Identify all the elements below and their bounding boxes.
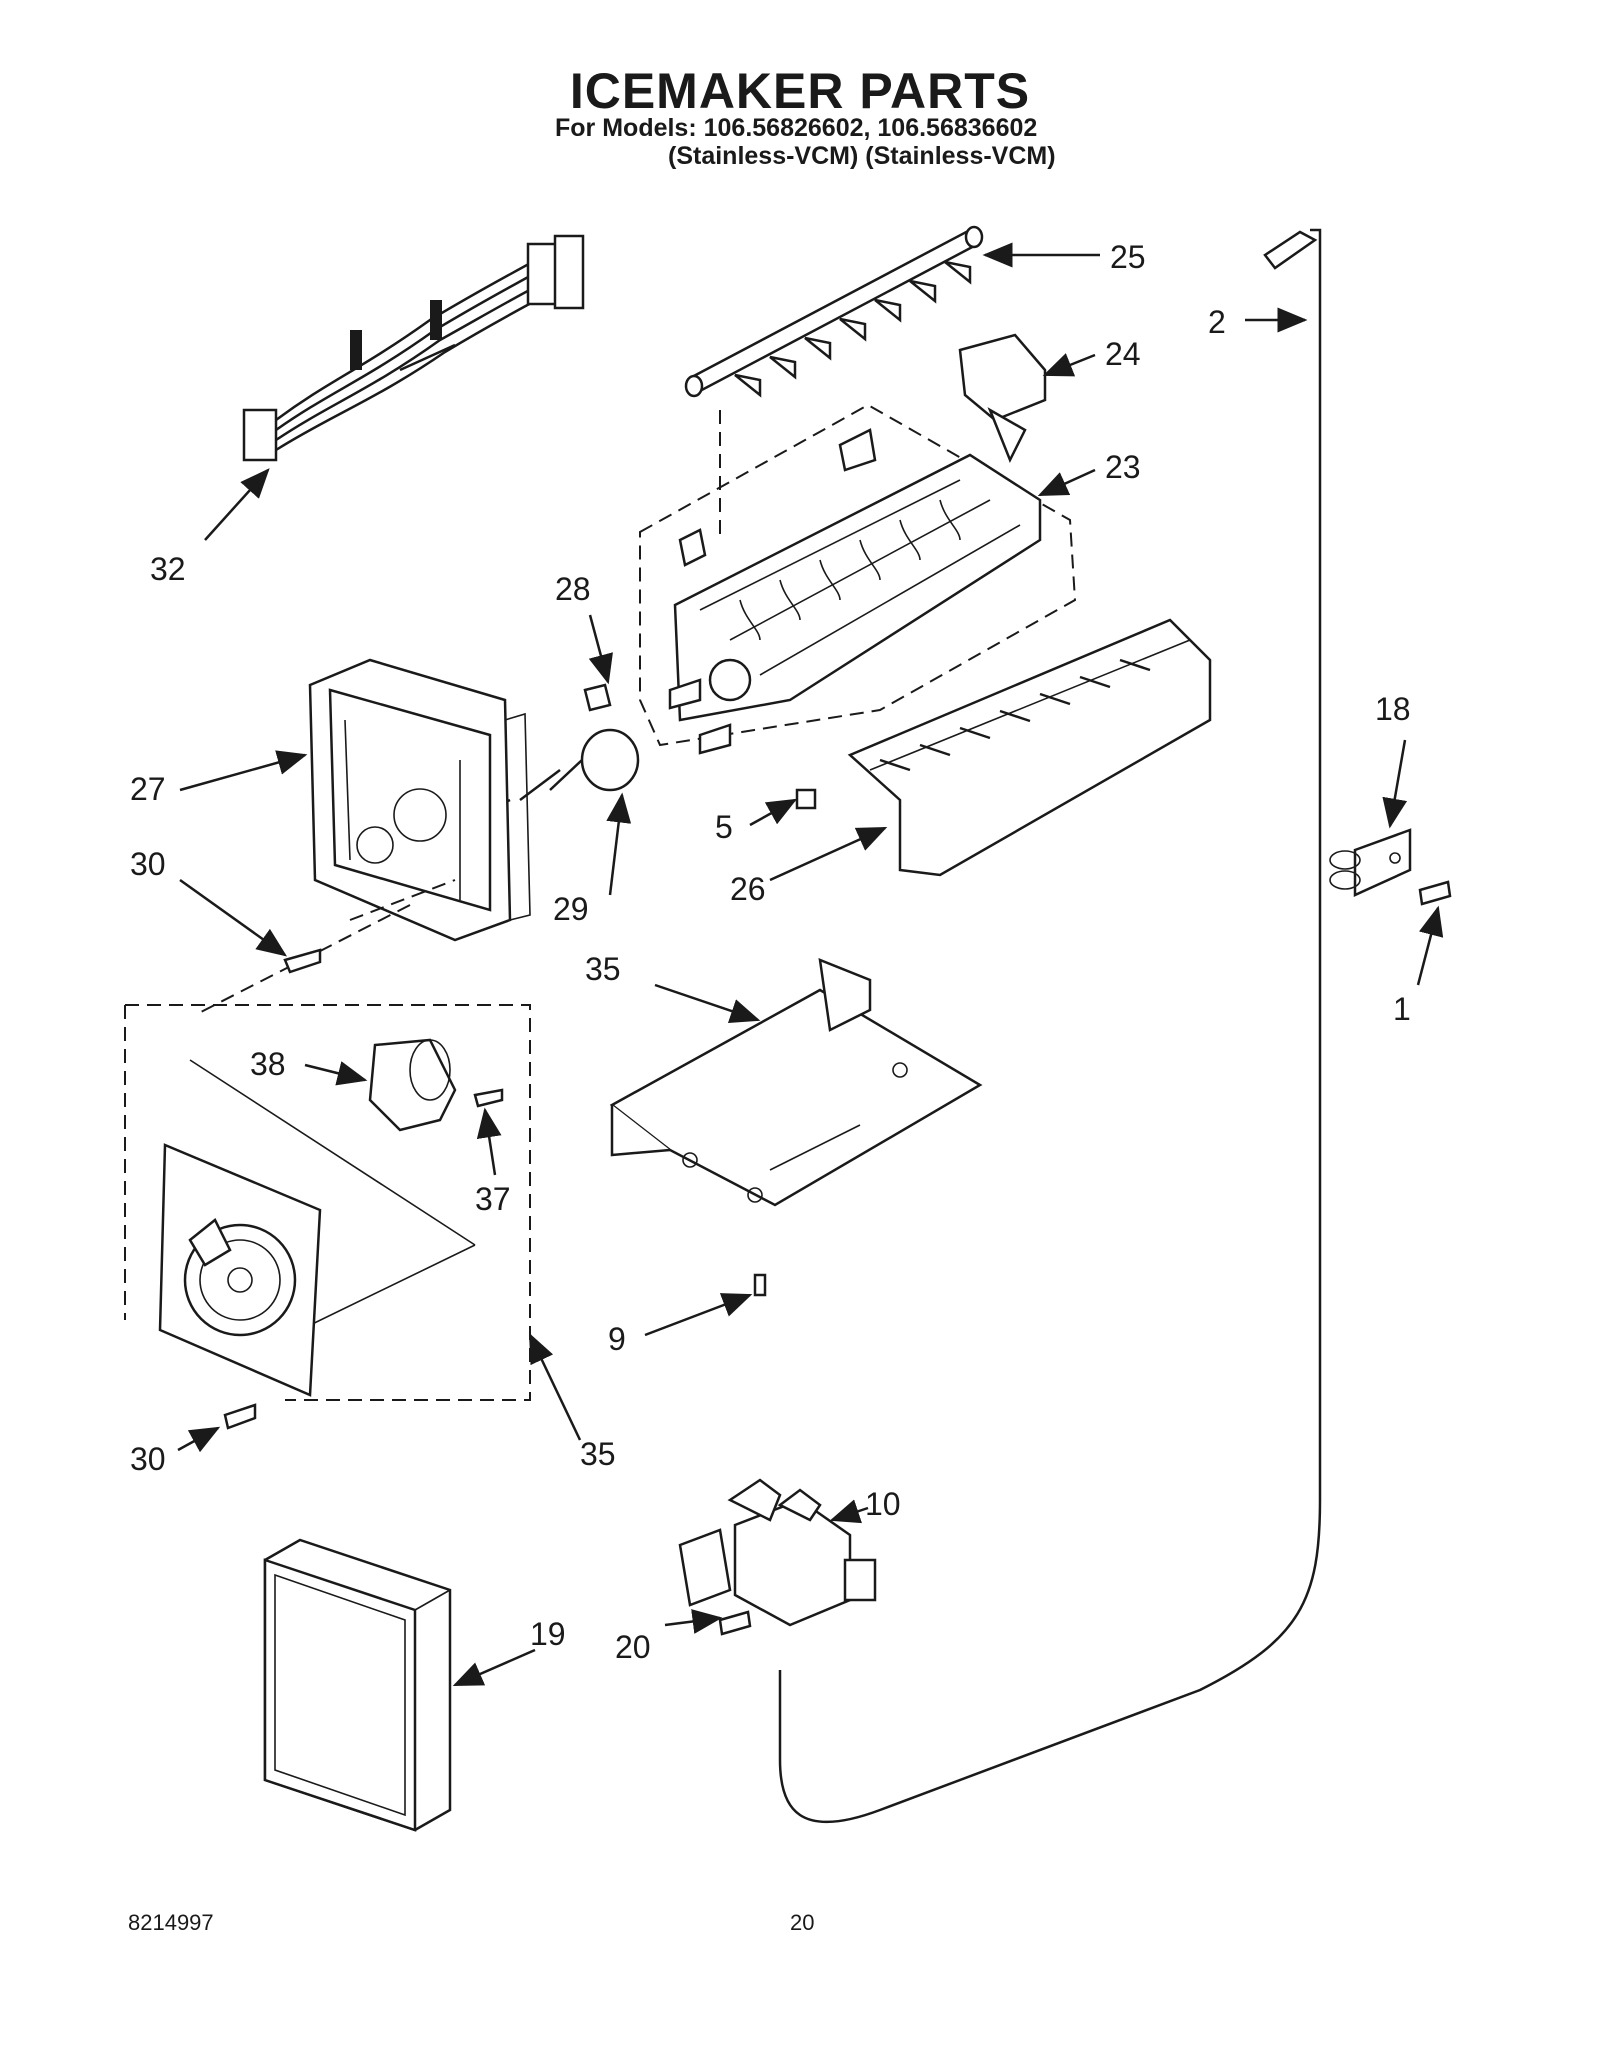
callout-labels: 32 25 2 24 23 28 18 27 5 30 26 29 35 1 3… (130, 239, 1411, 1665)
part-38-screw (473, 1088, 504, 1108)
callout-5: 5 (715, 809, 733, 845)
callout-22: 24 (1105, 336, 1141, 372)
callout-26: 28 (555, 571, 591, 607)
part-28-screw (283, 948, 322, 974)
models-line: For Models: 106.56826602, 106.56836602 (555, 114, 1038, 142)
page-number: 20 (790, 1910, 815, 1935)
part-29-shield (609, 958, 983, 1207)
callout-18: 19 (530, 1616, 566, 1652)
part-2-fill-tube (778, 228, 1322, 1824)
page-title: ICEMAKER PARTS (569, 63, 1031, 119)
callout-19: 20 (615, 1629, 651, 1665)
callout-38: 37 (475, 1181, 511, 1217)
part-27-cam (469, 728, 640, 822)
part-35-outline (189, 1059, 476, 1331)
callout-23: 25 (1110, 239, 1146, 275)
callout-2: 2 (1208, 304, 1226, 340)
callout-30: 30 (130, 1441, 166, 1477)
callout-29: 35 (585, 951, 621, 987)
part-18-foam (263, 1538, 452, 1832)
part-35-control (158, 1143, 322, 1397)
callout-37: 38 (250, 1046, 286, 1082)
part-22-cover (958, 333, 1047, 464)
variants-line: (Stainless-VCM) (Stainless-VCM) (668, 142, 1056, 170)
callout-27: 29 (553, 891, 589, 927)
callout-20: 23 (1105, 449, 1141, 485)
part-23-ejector (684, 225, 984, 398)
part-30-screw (223, 1403, 257, 1430)
callout-25: 27 (130, 771, 166, 807)
callout-32: 32 (150, 551, 186, 587)
part-24-arm (847, 618, 1212, 877)
part-16-clamp (1329, 828, 1412, 897)
doc-number: 8214997 (128, 1910, 214, 1935)
part-32-wire-harness (242, 234, 585, 462)
part-10-valve (678, 1478, 877, 1627)
part-5-clip (795, 788, 817, 810)
callout-35: 35 (580, 1436, 616, 1472)
callout-10: 10 (865, 1486, 901, 1522)
part-20-mold (639, 403, 1077, 755)
callout-28: 30 (130, 846, 166, 882)
callout-16: 18 (1375, 691, 1411, 727)
callout-leaders (177, 242, 1444, 1687)
part-9-screw (753, 1273, 767, 1297)
part-1-screw (1418, 880, 1452, 906)
callout-9: 9 (608, 1321, 626, 1357)
part-35-kit-box (124, 1004, 531, 1401)
part-26-clip (583, 683, 612, 712)
callout-1: 1 (1393, 991, 1411, 1027)
part-19-screw (718, 1610, 752, 1636)
part-25-housing (308, 658, 531, 942)
part-37-motor (368, 1038, 457, 1132)
callout-24: 26 (730, 871, 766, 907)
